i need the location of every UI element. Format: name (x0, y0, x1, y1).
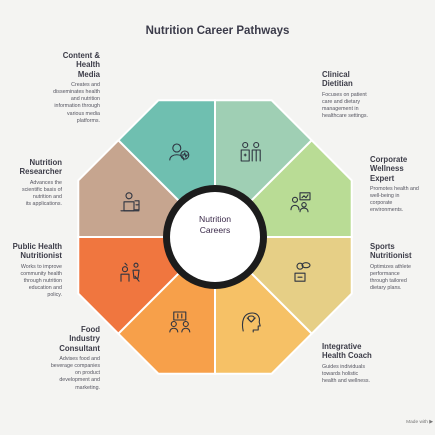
label-desc-line: corporate (370, 200, 393, 207)
food-industry-icon (169, 311, 191, 333)
clinical-care-icon (240, 141, 261, 162)
label-title-line: Researcher (19, 167, 62, 177)
label-desc-line: dietary plans. (370, 285, 402, 292)
label-desc-line: Advises food and (59, 356, 100, 363)
label-desc-line: performance (370, 270, 400, 277)
label-desc-line: various media (67, 110, 100, 117)
label-desc-line: Creates and (71, 82, 100, 89)
label-title-line: Health (76, 60, 100, 70)
label-title-line: Integrative (322, 342, 362, 351)
label-desc-line: Advances the (29, 179, 62, 186)
label-desc-line: nutrition and (32, 193, 62, 200)
label-title-line: Dietitian (322, 79, 353, 89)
label-desc-line: on product (74, 370, 100, 377)
label-desc-line: well-being in (370, 193, 400, 200)
center-line-1: Nutrition (199, 214, 231, 224)
label-title-line: Public Health (12, 242, 62, 251)
label-desc-line: Optimizes athlete (370, 263, 411, 270)
label-desc-line: its applications. (25, 201, 62, 208)
center-line-2: Careers (199, 224, 231, 235)
footer-credit: Made with ▶ (406, 420, 433, 425)
label-title-line: Sports (370, 242, 395, 251)
label-desc-line: disseminates health (53, 89, 100, 96)
label-title-line: Clinical (322, 70, 350, 79)
corporate-wellness-icon (290, 192, 311, 213)
label-title-line: Corporate (370, 155, 408, 164)
label-title-line: Content & (62, 51, 100, 60)
label-title-line: Expert (370, 173, 395, 183)
label-desc-line: beverage companies (50, 363, 100, 370)
center-disc (170, 192, 260, 282)
label-desc-line: care and dietary (322, 98, 360, 105)
label-title-line: Media (77, 69, 100, 79)
label-desc-line: Works to improve (20, 263, 62, 270)
label-desc-line: healthcare settings. (322, 113, 368, 120)
sports-nutrition-icon (294, 262, 311, 282)
integrative-coach-icon (241, 312, 261, 333)
label-desc-line: health and wellness. (322, 377, 370, 384)
label-desc-line: through nutrition (23, 277, 62, 284)
content-media-icon (169, 143, 190, 161)
public-health-icon (120, 262, 140, 282)
label-desc-line: environments. (370, 207, 404, 214)
label-desc-line: Guides individuals (322, 363, 365, 370)
label-desc-line: community health (20, 270, 62, 277)
label-title-line: Health Coach (322, 351, 372, 361)
research-icon (120, 192, 140, 212)
label-desc-line: Focuses on patient (322, 91, 367, 98)
label-title-line: Wellness (370, 164, 404, 174)
label-desc-line: Promotes health and (370, 186, 419, 193)
label-desc-line: scientific basis of (21, 186, 62, 193)
label-title-line: Nutritionist (370, 251, 412, 261)
label-desc-line: and nutrition (70, 96, 100, 103)
label-desc-line: towards holistic (322, 370, 359, 377)
label-desc-line: platforms. (76, 117, 100, 124)
label-desc-line: management in (322, 105, 359, 112)
label-desc-line: policy. (47, 292, 62, 299)
label-title-line: Industry (69, 334, 100, 344)
label-title-line: Food (80, 325, 100, 334)
label-title-line: Nutrition (29, 158, 62, 167)
label-desc-line: marketing. (75, 384, 100, 391)
diagram-title: Nutrition Career Pathways (145, 25, 290, 37)
label-title-line: Consultant (59, 343, 100, 353)
center-label: Nutrition Careers (176, 214, 254, 235)
label-desc-line: through tailored (370, 277, 407, 284)
label-desc-line: information through (54, 103, 100, 110)
label-desc-line: education and (28, 285, 62, 292)
label-desc-line: development and (59, 377, 100, 384)
label-title-line: Nutritionist (20, 251, 62, 261)
